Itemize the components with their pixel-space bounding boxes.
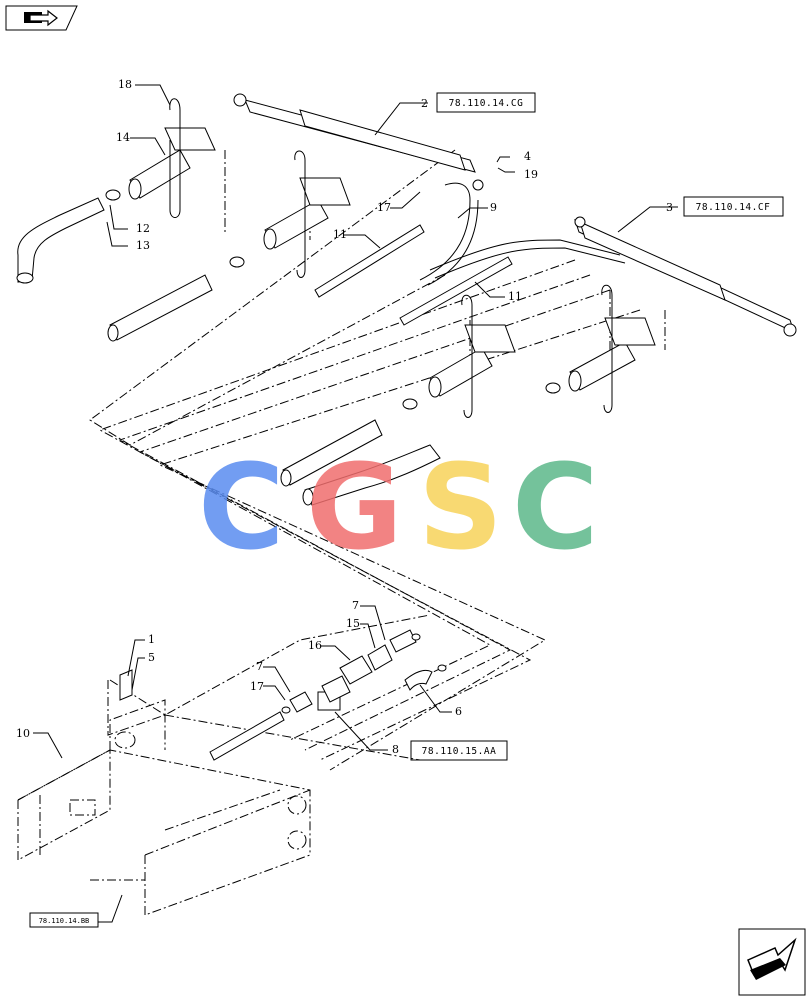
callout-6: 6: [455, 705, 462, 718]
clamp-12-upper: [105, 189, 121, 201]
hose-routing-path: [89, 149, 666, 771]
ref-box-3[interactable]: 78.110.14.CF: [683, 196, 784, 217]
hose-curved-left: [16, 197, 105, 284]
callout-1: 1: [148, 633, 155, 646]
callout-12: 12: [136, 222, 150, 235]
hose-9: [419, 182, 479, 286]
ref-box-frame[interactable]: 78.110.14.BB: [29, 912, 99, 928]
callout-10: 10: [16, 727, 30, 740]
ref-box-2[interactable]: 78.110.14.CG: [436, 92, 536, 113]
next-page-button[interactable]: [738, 928, 806, 996]
callout-4: 4: [524, 150, 531, 163]
callout-16: 16: [308, 639, 322, 652]
prev-page-arrow-icon: [24, 9, 58, 27]
callout-18: 18: [118, 78, 132, 91]
callout-8: 8: [392, 743, 399, 756]
callout-7-upper: 7: [352, 599, 359, 612]
sleeve-lower-right: [568, 284, 656, 413]
pipe-11-upper: [314, 224, 425, 298]
callout-11-lower: 11: [508, 290, 522, 303]
ref-box-8[interactable]: 78.110.15.AA: [410, 740, 508, 761]
watermark-letter-g: G: [306, 438, 403, 576]
callout-5: 5: [148, 651, 155, 664]
callout-13: 13: [136, 239, 150, 252]
bracket-1: [119, 669, 133, 701]
watermark: C G S C: [198, 438, 599, 576]
callout-labels: 18 14 12 13 2 4 19 17 9 3 11 11 7 15 16 …: [16, 78, 673, 756]
watermark-letter-c1: C: [198, 438, 285, 576]
callout-3: 3: [666, 201, 673, 214]
spray-bar-2: [233, 93, 484, 191]
fitting-cluster: [281, 629, 447, 714]
pipe-lower-solid: [209, 711, 285, 761]
leader-lines: [33, 84, 678, 923]
callout-9: 9: [490, 201, 497, 214]
sleeve-upper-left: [128, 98, 216, 218]
hose-curved-center: [302, 444, 441, 506]
svg-text:78.110.14.BB: 78.110.14.BB: [39, 917, 90, 925]
spray-bar-3: [574, 216, 797, 337]
callout-15: 15: [346, 617, 360, 630]
watermark-letter-c2: C: [512, 438, 599, 576]
next-page-arrow-icon: [747, 937, 797, 980]
callout-11-upper: 11: [333, 228, 347, 241]
hose-pair-right: [429, 239, 626, 279]
foam-tube-2: [280, 419, 383, 487]
prev-page-button[interactable]: [5, 5, 78, 31]
frame-chassis: [17, 680, 311, 916]
callout-7-lower: 7: [256, 660, 263, 673]
watermark-letter-s: S: [418, 438, 503, 576]
clamp-lower-mid: [402, 398, 418, 410]
pipe-11-lower: [399, 256, 513, 326]
callout-14: 14: [116, 131, 130, 144]
callout-2: 2: [421, 97, 428, 110]
callout-17-upper: 17: [377, 201, 391, 214]
svg-text:78.110.14.CG: 78.110.14.CG: [449, 98, 524, 109]
sleeve-upper-mid: [263, 150, 351, 278]
sleeve-lower-mid: [428, 294, 516, 418]
svg-text:78.110.14.CF: 78.110.14.CF: [696, 202, 771, 213]
foam-tube-1: [107, 274, 213, 342]
clamp-lower-left: [229, 256, 245, 268]
callout-17-lower: 17: [250, 680, 264, 693]
callout-19: 19: [524, 168, 538, 181]
clamp-lower-right: [545, 382, 561, 394]
svg-text:78.110.15.AA: 78.110.15.AA: [422, 746, 497, 757]
